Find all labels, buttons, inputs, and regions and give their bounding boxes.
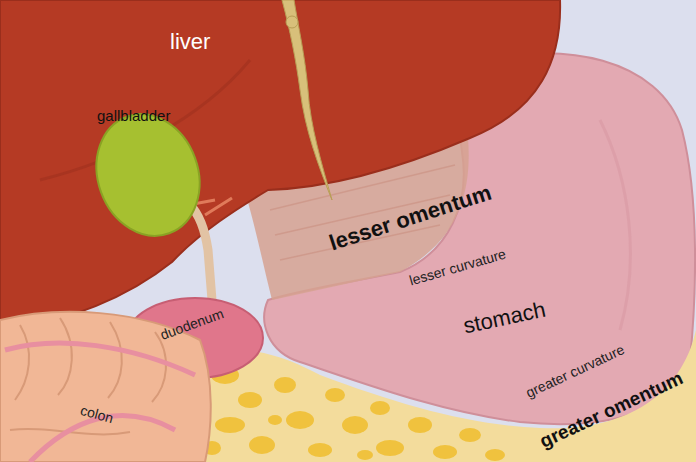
falciform-ligament: [282, 0, 332, 200]
organ-label: gallbladder: [97, 108, 170, 125]
stomach-fold: [600, 120, 630, 330]
bile-duct: [190, 205, 212, 300]
gallbladder-shape: [80, 100, 216, 251]
liver-shape: [0, 0, 560, 332]
round-ligament: [286, 16, 298, 28]
part-label: lesser curvature: [408, 247, 508, 289]
organ-label: lesser omentum: [326, 181, 494, 256]
taenia-coli: [5, 343, 195, 462]
organ-label: duodenum: [158, 306, 225, 343]
fat-lobules: [203, 366, 505, 461]
part-label: greater curvature: [524, 342, 627, 401]
greater-omentum-shape: [200, 330, 696, 462]
organ-label: colon: [79, 403, 115, 427]
organ-label: stomach: [461, 298, 547, 339]
organ-label: liver: [170, 30, 210, 54]
